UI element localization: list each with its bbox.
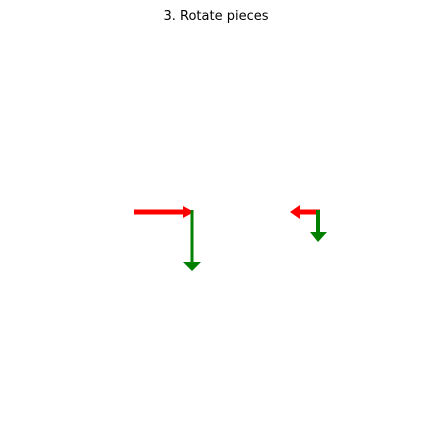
- original-piece: [134, 206, 201, 271]
- red-right-arrow: [134, 206, 194, 218]
- green-down-arrow: [310, 210, 327, 242]
- step-title: 3. Rotate pieces: [163, 9, 269, 24]
- rotated-piece: [290, 205, 327, 242]
- green-down-arrow: [183, 210, 201, 271]
- red-left-arrow: [290, 205, 320, 219]
